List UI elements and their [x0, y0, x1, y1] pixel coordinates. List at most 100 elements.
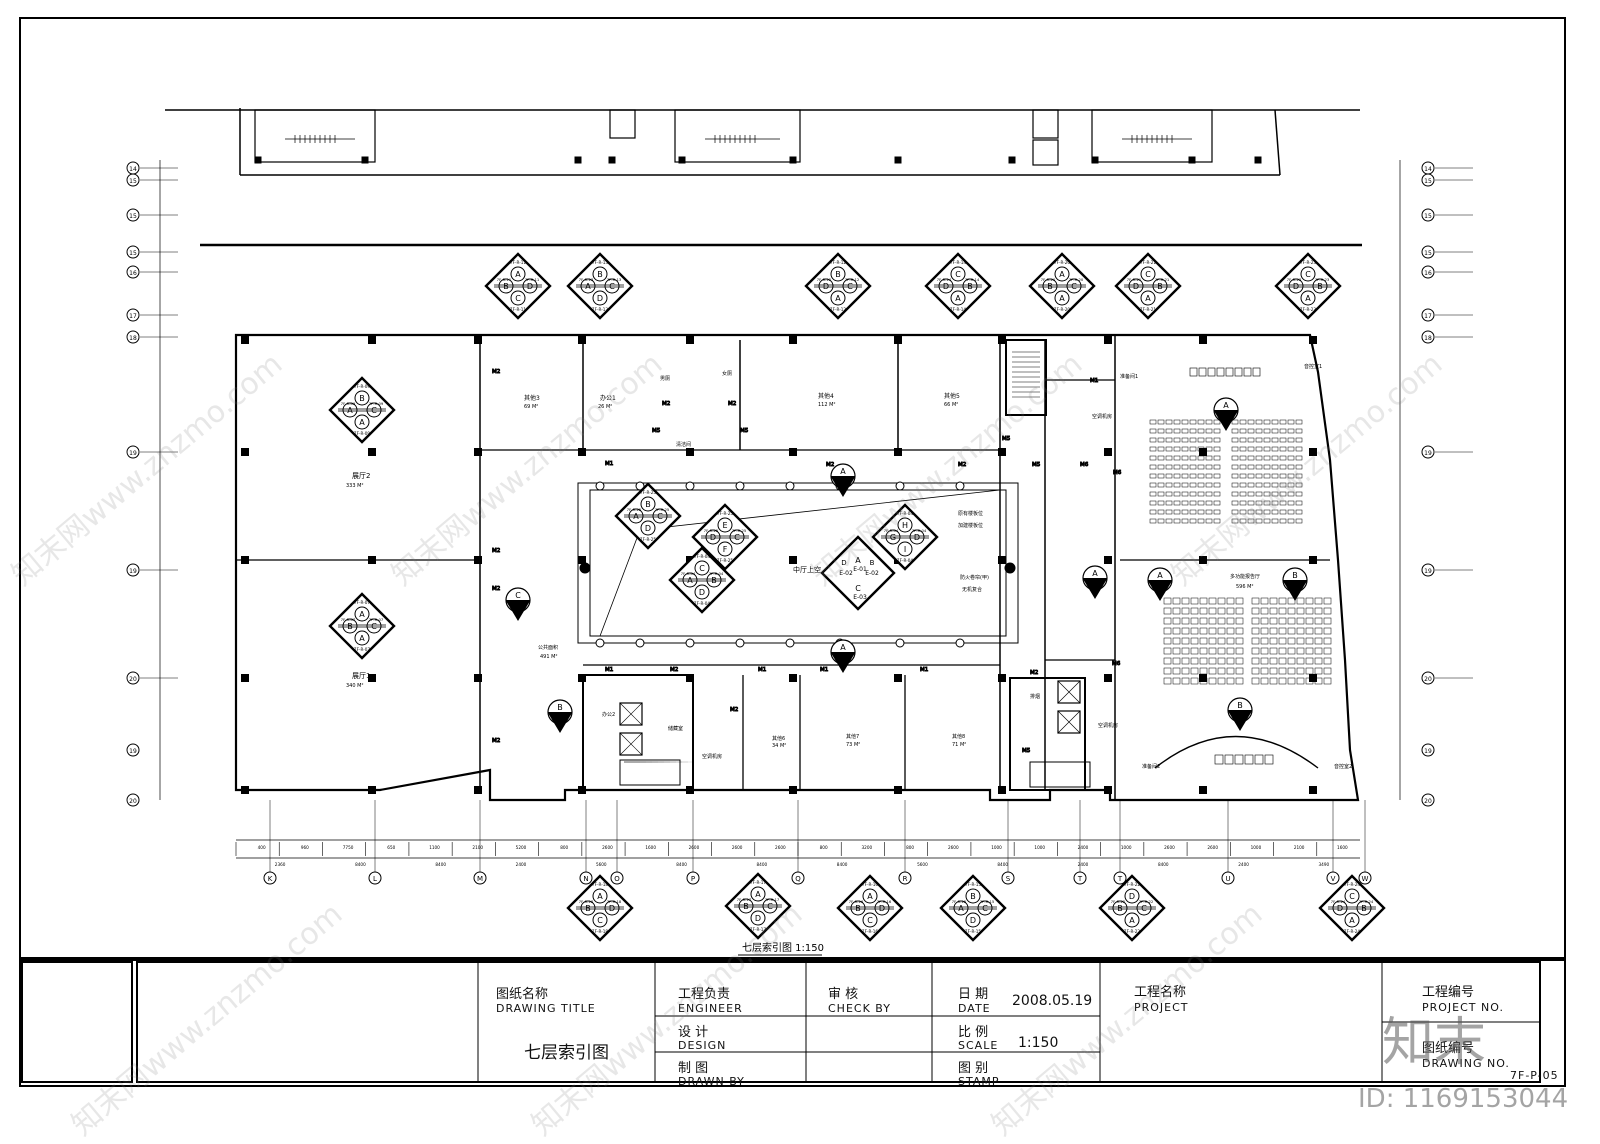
dim-text: 2400: [516, 862, 527, 867]
seat: [1181, 455, 1189, 461]
seat: [1314, 657, 1323, 665]
seat: [1226, 597, 1235, 605]
marker-letter: B: [1361, 904, 1367, 913]
seat: [1231, 419, 1239, 425]
axis-label: 19: [1424, 568, 1432, 575]
seat: [1255, 509, 1263, 515]
dim-text: 2400: [1078, 862, 1089, 867]
seat: [1278, 627, 1287, 635]
marker-diamond: [484, 252, 552, 320]
marker-letter: A: [597, 892, 603, 901]
seat: [1157, 464, 1165, 470]
seat: [1190, 597, 1199, 605]
marker-circle: [510, 266, 526, 282]
axis-label: 20: [129, 676, 137, 683]
axis-label: 15: [1424, 178, 1432, 185]
seat: [1163, 607, 1172, 615]
seat: [1239, 518, 1247, 524]
drawn-en: DRAWN BY: [678, 1075, 745, 1088]
seat: [1231, 491, 1239, 497]
seat: [1287, 491, 1295, 497]
label-toilet-f: 女厕: [722, 370, 732, 377]
seat: [1149, 446, 1157, 452]
marker-code: 7F-R-23: [1287, 277, 1302, 282]
marker-circle: [1136, 900, 1152, 916]
axis-bubble: [126, 445, 140, 459]
seat: [1314, 617, 1323, 625]
label-ac-room-2: 空调机房: [1098, 722, 1118, 729]
drawing-title-cn: 图纸名称: [496, 987, 549, 1002]
marker-code: E-01: [853, 566, 867, 573]
section-marker: B7F-R-05: [1227, 697, 1253, 731]
axis-bubble: [126, 330, 140, 344]
seat: [1251, 627, 1260, 635]
seat: [1251, 677, 1260, 685]
seat: [1226, 667, 1235, 675]
column: [894, 156, 902, 164]
seat: [1295, 473, 1303, 479]
marker-letter: I: [904, 545, 906, 554]
seat: [1217, 627, 1226, 635]
marker-code: 7F-R-22: [1111, 899, 1126, 904]
door-label: M2: [492, 548, 500, 554]
core-right: [1009, 677, 1086, 791]
axis-label: 20: [129, 798, 137, 805]
marker-letter: B: [585, 904, 591, 913]
seat: [1149, 518, 1157, 524]
seat: [1263, 446, 1271, 452]
marker-letter: D: [970, 916, 976, 925]
marker-diamond: [724, 872, 792, 940]
seat: [1247, 428, 1255, 434]
seat: [1172, 627, 1181, 635]
marker-code: 7F-R-05: [1233, 715, 1248, 720]
seat: [1181, 491, 1189, 497]
axis-bubble: [1421, 208, 1435, 222]
marker-circle: [354, 606, 370, 622]
seat: [1149, 428, 1157, 434]
area-other-5: 66 M²: [944, 402, 958, 408]
axis-label: 18: [1424, 335, 1432, 342]
design-en: DESIGN: [678, 1039, 727, 1052]
seat: [1157, 419, 1165, 425]
marker-circle: [1054, 266, 1070, 282]
note-composite: 无机复合: [962, 586, 982, 593]
void-column: [735, 481, 745, 491]
marker-letter: D: [755, 914, 761, 923]
seat: [1305, 657, 1314, 665]
label-multi-hall: 多功能报告厅: [1230, 573, 1260, 580]
marker-letter: D: [527, 282, 533, 291]
seat: [1163, 647, 1172, 655]
seat: [1271, 464, 1279, 470]
column: [678, 156, 686, 164]
seat: [1323, 677, 1332, 685]
marker-pointer: [1282, 579, 1308, 601]
seat: [1163, 637, 1172, 645]
seat: [1231, 455, 1239, 461]
door-label: M5: [740, 428, 749, 434]
seat: [1217, 667, 1226, 675]
seat: [1190, 677, 1199, 685]
seat: [1172, 647, 1181, 655]
area-exhibition-2: 333 M²: [346, 483, 363, 489]
seat: [1287, 419, 1295, 425]
marker-letter: B: [743, 902, 749, 911]
door-label: M5: [1002, 436, 1011, 442]
marker-circle: [818, 278, 834, 294]
marker-circle: [953, 900, 969, 916]
dim-text: 2600: [948, 845, 959, 850]
marker-code: 7F-R-05: [1088, 583, 1103, 588]
seat: [1213, 518, 1221, 524]
marker-letter: C: [955, 270, 961, 279]
seat: [1213, 455, 1221, 461]
marker-diamond: [614, 482, 682, 550]
elevator-x: [1057, 680, 1081, 704]
seat: [1255, 500, 1263, 506]
axis-label: T: [1117, 875, 1123, 883]
seat: [1263, 464, 1271, 470]
column: [894, 786, 902, 794]
axis-label: W: [1362, 875, 1369, 883]
